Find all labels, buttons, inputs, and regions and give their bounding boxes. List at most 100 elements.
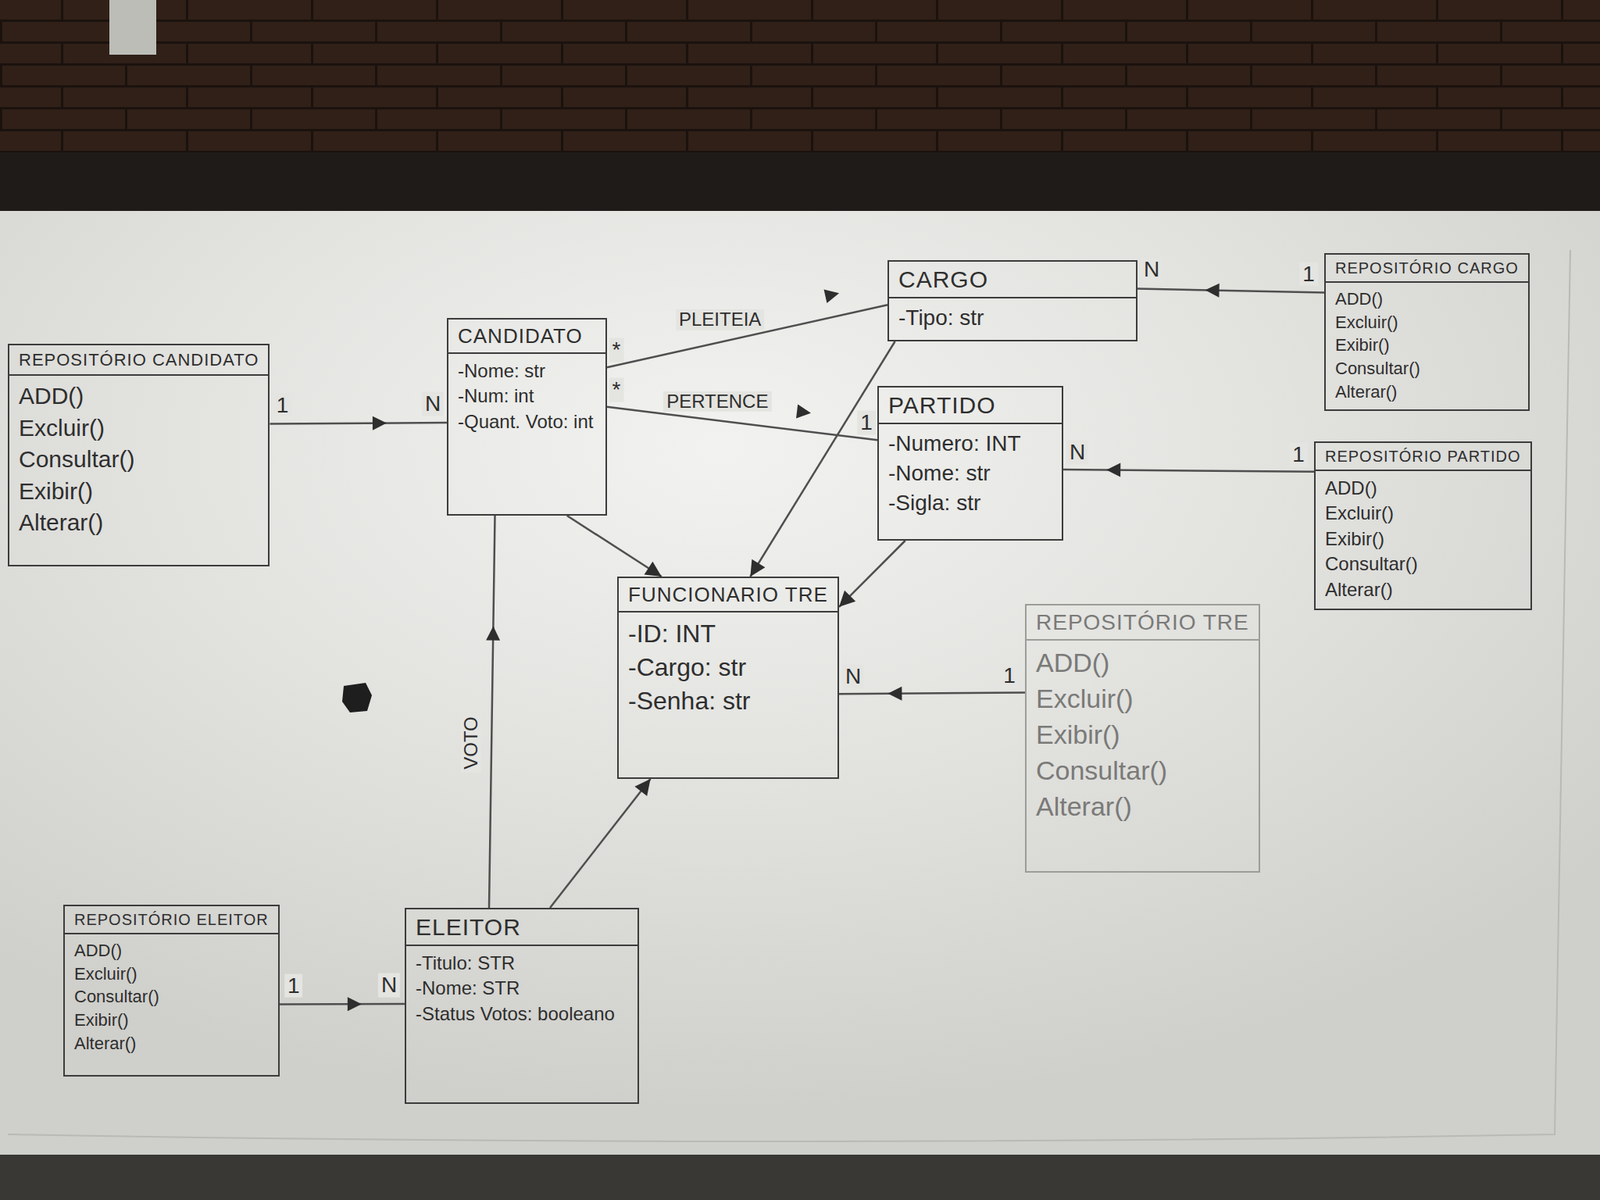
multiplicity: 1 [857,410,876,436]
class-box: REPOSITÓRIO CANDIDATOADD()Excluir()Consu… [7,343,270,567]
direction-triangle [372,416,387,431]
connector [1063,463,1315,478]
class-member: -Nome: str [888,458,1053,489]
class-member: -Num: int [457,383,597,409]
class-member: Alterar() [18,507,259,540]
class-box: REPOSITÓRIO TRE ADD()Excluir()Exibir()Con… [1025,603,1261,873]
class-member: Alterar() [74,1032,269,1056]
class-member: Consultar() [18,443,259,476]
multiplicity: 1 [284,973,304,998]
connector [750,341,895,577]
class-header: REPOSITÓRIO TRE [1026,605,1259,641]
connector [607,289,888,368]
class-member: Exibir() [1335,333,1519,358]
class-body: ADD()Excluir()Consultar()Exibir()Alterar… [64,934,279,1061]
direction-triangle [887,686,902,701]
board-edge-stroke [7,250,1571,1142]
class-member: ADD() [1325,475,1522,501]
direction-triangle [1205,283,1220,298]
association-line [1137,288,1325,293]
class-name: REPOSITÓRIO PARTIDO [1325,447,1522,466]
class-box: FUNCIONARIO TRE -ID: INT-Cargo: str-Senha… [617,576,840,779]
arrowhead [644,561,662,577]
direction-triangle [1106,463,1121,478]
class-member: Excluir() [74,962,269,986]
class-name: CARGO [898,266,1127,293]
association-line [489,515,496,908]
board-ledge [0,152,1600,214]
class-header: FUNCIONARIO TRE [618,578,838,613]
direction-triangle [796,404,811,419]
association-line [607,304,888,368]
multiplicity: N [421,392,444,417]
connector [567,515,662,577]
direction-triangle [824,289,840,304]
class-member: Exibir() [18,475,259,508]
class-member: Consultar() [1335,357,1519,381]
class-header: REPOSITÓRIO PARTIDO [1315,442,1531,472]
class-box: REPOSITÓRIO ELEITORADD()Excluir()Consult… [63,904,280,1077]
class-box: CARGO -Tipo: str [887,260,1138,342]
light-fixture [109,0,157,55]
association-line [839,692,1025,695]
class-header: REPOSITÓRIO ELEITOR [64,906,279,935]
connector [839,540,906,608]
multiplicity: 1 [273,392,293,418]
class-box: REPOSITÓRIO CARGO ADD()Excluir()Exibir()C… [1324,253,1530,411]
class-body: ADD()Excluir()Exibir()Consultar()Alterar… [1026,640,1259,831]
class-member: Excluir() [1035,681,1250,718]
class-member: ADD() [1335,287,1519,311]
class-box: PARTIDO-Numero: INT-Nome: str-Sigla: str [877,385,1064,541]
class-member: -Sigla: str [888,488,1053,518]
class-header: PARTIDO [878,387,1062,425]
association-line [750,341,895,577]
connector [839,686,1025,701]
class-member: ADD() [74,939,269,963]
class-member: -Status Votos: booleano [415,1001,629,1027]
association-label: VOTO [460,713,482,773]
class-body: -Nome: str-Num: int-Quant. Voto: int [448,353,606,441]
class-member: -Quant. Voto: int [457,409,597,435]
multiplicity: 1 [1289,442,1308,467]
direction-triangle [485,626,500,641]
class-member: Exibir() [1035,717,1250,754]
class-member: ADD() [18,380,259,413]
direction-triangle [347,996,362,1011]
multiplicity: * [609,377,625,402]
connector [550,778,651,908]
class-body: -Tipo: str [889,298,1136,340]
class-member: -Nome: STR [415,975,629,1001]
connector [485,515,500,908]
class-member: Consultar() [74,985,269,1009]
arrowhead [634,778,650,797]
class-name: FUNCIONARIO TRE [628,582,829,608]
class-member: Excluir() [1335,310,1519,335]
class-member: Alterar() [1035,789,1250,825]
multiplicity: N [1140,257,1163,283]
board-bottom [0,1154,1600,1200]
class-name: CANDIDATO [457,324,597,349]
class-name: REPOSITÓRIO CANDIDATO [18,350,259,371]
class-member: -Cargo: str [628,650,829,685]
multiplicity: * [609,338,625,363]
association-label: PLEITEIA [675,309,765,330]
class-member: -Nome: str [457,358,597,384]
class-name: REPOSITÓRIO TRE [1035,610,1250,636]
whiteboard [0,210,1600,1155]
class-member: Consultar() [1035,753,1250,790]
class-member: ADD() [1035,645,1250,682]
association-line [1063,469,1315,472]
class-body: -ID: INT-Cargo: str-Senha: str [618,612,838,725]
class-member: Consultar() [1325,551,1522,577]
class-member: -ID: INT [628,617,829,651]
association-label: PERTENCE [663,391,772,412]
arrowhead [839,590,856,608]
multiplicity: N [842,664,865,690]
class-name: PARTIDO [888,392,1053,419]
class-member: Excluir() [1325,500,1522,526]
class-header: REPOSITÓRIO CANDIDATO [9,345,268,376]
class-header: REPOSITÓRIO CARGO [1325,254,1529,283]
class-member: -Tipo: str [898,303,1127,333]
